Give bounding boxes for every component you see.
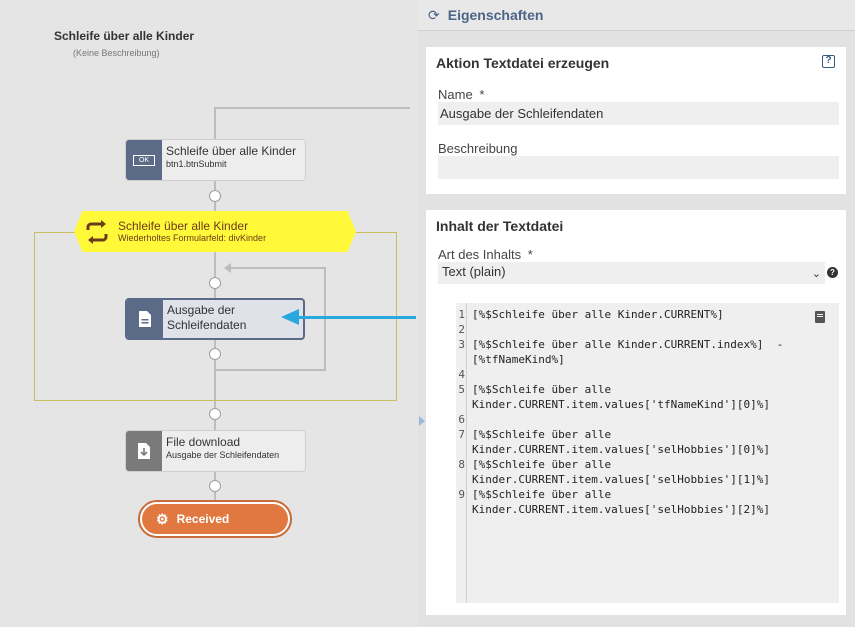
code-line: [%$Schleife über alle Kinder.CURRENT.ite… <box>472 488 771 516</box>
top-connector-line <box>214 107 410 109</box>
content-type-label-text: Art des Inhalts <box>438 247 522 262</box>
description-field[interactable] <box>438 156 839 179</box>
submit-node-title: Schleife über alle Kinder <box>166 144 297 158</box>
submit-node-subtitle: btn1.btnSubmit <box>166 158 227 169</box>
flow-description: (Keine Beschreibung) <box>73 48 160 58</box>
loop-arrows-icon <box>84 219 110 245</box>
chevron-down-icon: ⌄ <box>811 268 821 280</box>
annotation-arrow-line <box>296 316 416 319</box>
loop-back-bottom <box>214 369 326 371</box>
flow-title: Schleife über alle Kinder <box>54 29 195 43</box>
workflow-canvas[interactable]: Schleife über alle Kinder (Keine Beschre… <box>0 0 418 627</box>
name-label: Name * <box>438 87 484 102</box>
book-icon[interactable] <box>815 311 825 323</box>
description-label: Beschreibung <box>438 141 518 156</box>
code-line: [%$Schleife über alle Kinder.CURRENT%] <box>472 308 724 321</box>
code-line: [%$Schleife über alle Kinder.CURRENT.ind… <box>472 338 784 366</box>
content-card-title: Inhalt der Textdatei <box>436 218 564 234</box>
line-number: 3 <box>458 338 465 351</box>
top-vertical-line <box>214 107 216 139</box>
name-required-mark: * <box>479 87 485 102</box>
line-number: 2 <box>458 323 465 336</box>
code-line: [%$Schleife über alle Kinder.CURRENT.ite… <box>472 428 771 456</box>
action-card-title: Aktion Textdatei erzeugen <box>436 55 610 71</box>
spine-line-2 <box>214 250 216 300</box>
content-type-required-mark: * <box>527 247 533 262</box>
help-icon[interactable]: ? <box>822 55 835 68</box>
loop-node[interactable]: Schleife über alle Kinder Wiederholtes F… <box>74 211 356 252</box>
line-number: 1 <box>458 308 465 321</box>
connector-5[interactable] <box>209 480 221 492</box>
button-icon: OK <box>126 140 162 180</box>
loop-back-right <box>324 267 326 371</box>
name-label-text: Name <box>438 87 473 102</box>
spine-line-3 <box>214 340 216 432</box>
content-type-value: Text (plain) <box>442 264 506 279</box>
properties-panel: ⟳ Eigenschaften Aktion Textdatei erzeuge… <box>418 0 855 627</box>
output-node-title-line2: Schleifendaten <box>167 318 247 332</box>
name-field[interactable]: Ausgabe der Schleifendaten <box>438 102 839 125</box>
connector-4[interactable] <box>209 408 221 420</box>
panel-splitter-handle[interactable] <box>419 416 425 426</box>
submit-node[interactable]: OK Schleife über alle Kinder btn1.btnSub… <box>125 139 306 181</box>
text-file-icon <box>127 300 163 338</box>
loop-node-subtitle: Wiederholtes Formularfeld: divKinder <box>118 233 267 244</box>
line-number: 8 <box>458 458 465 471</box>
download-node[interactable]: File download Ausgabe der Schleifendaten <box>125 430 306 472</box>
download-node-subtitle: Ausgabe der Schleifendaten <box>166 449 280 460</box>
loop-node-title: Schleife über alle Kinder <box>118 218 249 233</box>
file-download-icon <box>126 431 162 471</box>
line-number: 9 <box>458 488 465 501</box>
panel-header-title: Eigenschaften <box>447 7 544 23</box>
annotation-arrow-icon <box>281 309 299 325</box>
panel-header: ⟳ Eigenschaften <box>418 0 855 31</box>
download-node-title: File download <box>166 435 241 449</box>
code-editor[interactable] <box>456 303 839 603</box>
button-icon-label: OK <box>133 154 155 166</box>
content-type-label: Art des Inhalts * <box>438 247 533 262</box>
code-line: [%$Schleife über alle Kinder.CURRENT.ite… <box>472 383 771 411</box>
connector-2[interactable] <box>209 277 221 289</box>
loop-back-arrow-icon <box>224 263 231 273</box>
line-number: 7 <box>458 428 465 441</box>
line-number: 5 <box>458 383 465 396</box>
output-node-title-line1: Ausgabe der <box>167 303 236 317</box>
action-card: Aktion Textdatei erzeugen ? Name * Ausga… <box>426 47 846 194</box>
connector-3[interactable] <box>209 348 221 360</box>
content-card: Inhalt der Textdatei Art des Inhalts * T… <box>426 210 846 615</box>
content-type-select[interactable]: Text (plain) ⌄ <box>438 262 825 284</box>
refresh-icon[interactable]: ⟳ <box>428 7 440 23</box>
gears-icon: ⚙ <box>156 511 169 527</box>
code-line: [%$Schleife über alle Kinder.CURRENT.ite… <box>472 458 771 486</box>
code-gutter <box>456 303 467 603</box>
output-node[interactable]: Ausgabe der Schleifendaten <box>125 298 305 340</box>
received-node[interactable]: ⚙ Received <box>138 500 292 538</box>
received-label: Received <box>176 512 230 526</box>
question-icon[interactable]: ? <box>827 267 838 278</box>
line-number: 4 <box>458 368 465 381</box>
connector-1[interactable] <box>209 190 221 202</box>
loop-back-top <box>228 267 326 269</box>
line-number: 6 <box>458 413 465 426</box>
